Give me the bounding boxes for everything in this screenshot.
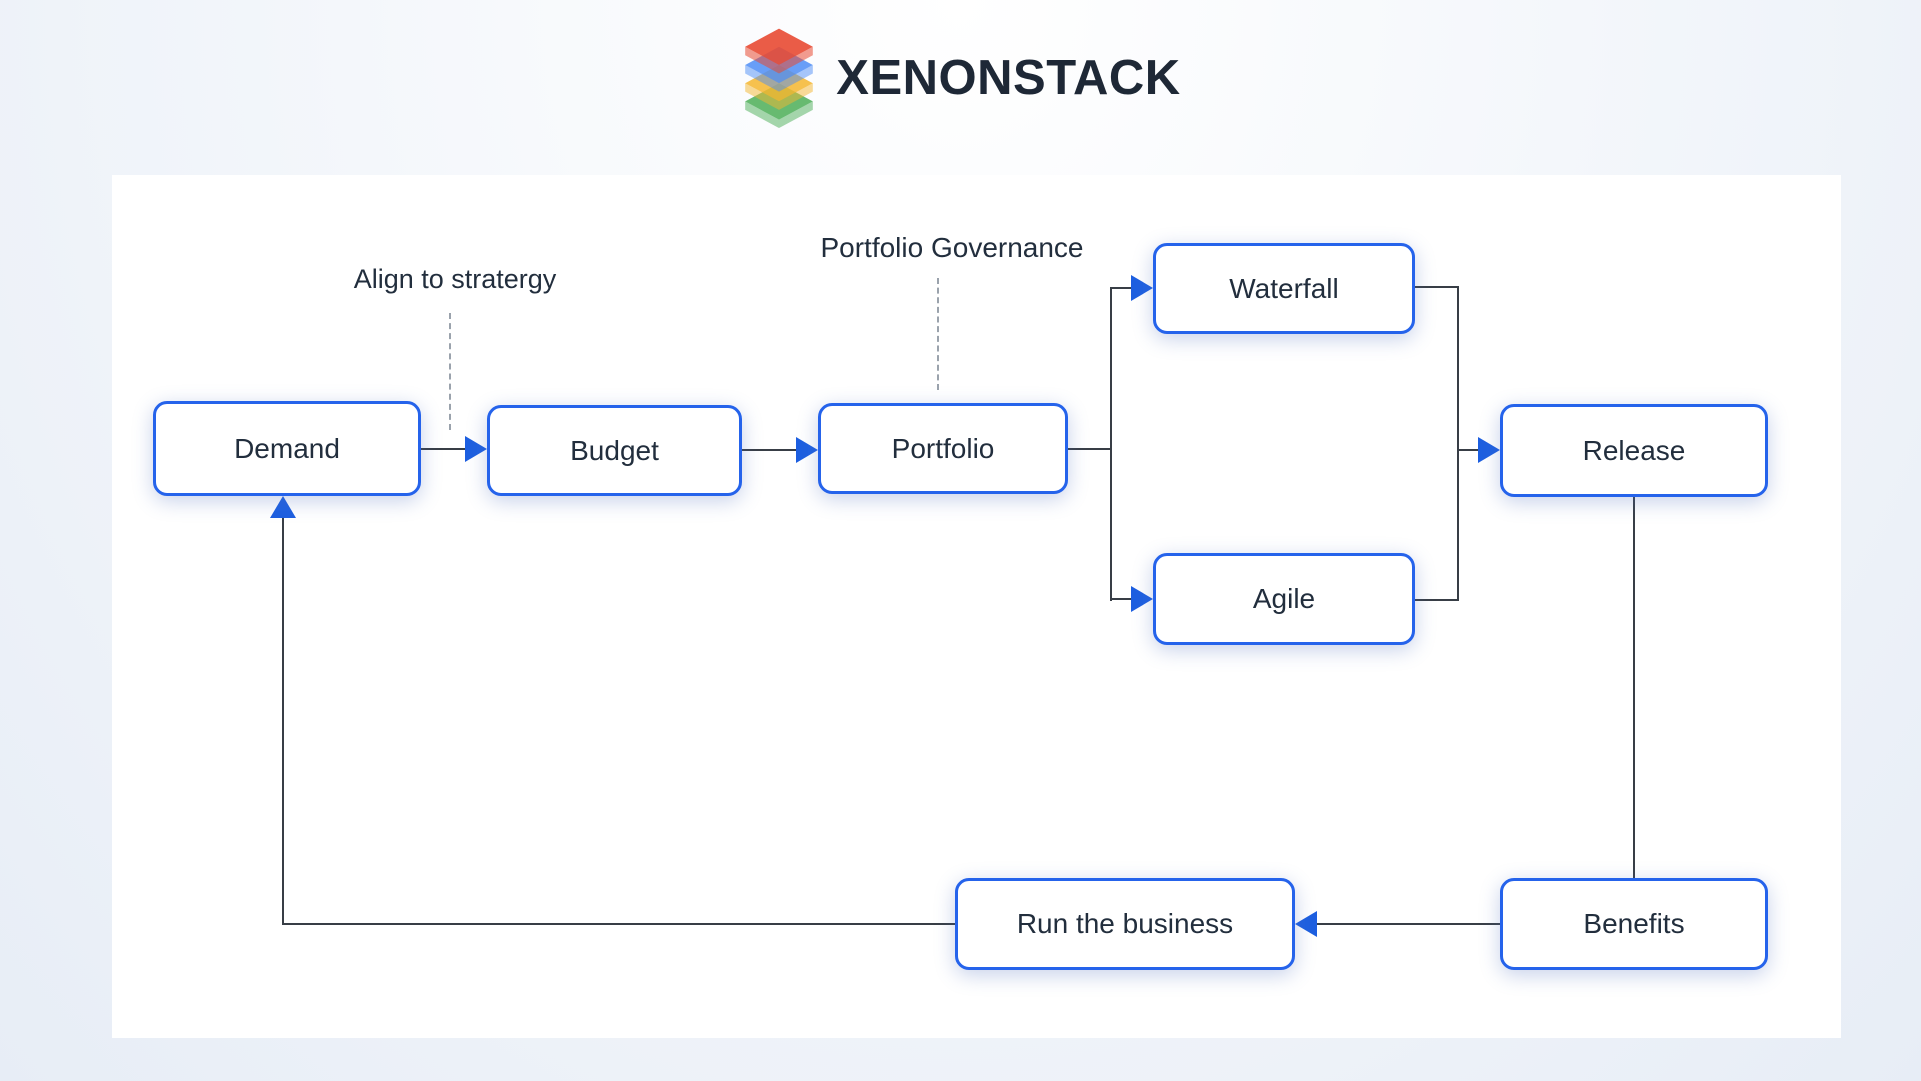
feedback-horizontal-line [283, 923, 955, 925]
connector-branch-agile [1110, 598, 1132, 600]
arrowhead-into-demand [270, 496, 296, 518]
arrowhead-into-waterfall [1131, 275, 1153, 301]
logo-wordmark: XENONSTACK [836, 51, 1181, 105]
node-portfolio: Portfolio [818, 403, 1068, 494]
node-benefits: Benefits [1500, 878, 1768, 970]
merge-vertical-line [1457, 286, 1459, 601]
connector-agile-merge [1415, 599, 1459, 601]
branch-vertical-line [1110, 287, 1112, 601]
arrowhead-into-release [1478, 437, 1500, 463]
connector-portfolio-branch [1068, 448, 1112, 450]
arrowhead-into-agile [1131, 586, 1153, 612]
node-waterfall: Waterfall [1153, 243, 1415, 334]
xenonstack-logo-icon [745, 28, 814, 129]
dashed-line-portfolio-governance [937, 278, 939, 390]
feedback-vertical-line [282, 517, 284, 925]
dashed-line-align-to-strategy [449, 313, 451, 430]
connector-waterfall-merge [1415, 286, 1459, 288]
arrowhead-into-budget [465, 436, 487, 462]
node-agile: Agile [1153, 553, 1415, 645]
node-budget: Budget [487, 405, 742, 496]
connector-branch-waterfall [1110, 287, 1132, 289]
arrowhead-into-run-the-business [1295, 911, 1317, 937]
arrowhead-into-portfolio [796, 437, 818, 463]
connector-demand-budget [421, 448, 466, 450]
annotation-portfolio-governance: Portfolio Governance [820, 232, 1084, 263]
connector-budget-portfolio [742, 449, 796, 451]
connector-release-benefits [1633, 497, 1635, 878]
logo: XENONSTACK [0, 26, 1921, 130]
node-run-the-business: Run the business [955, 878, 1295, 970]
node-demand: Demand [153, 401, 421, 496]
node-release: Release [1500, 404, 1768, 497]
annotation-align-to-strategy: Align to stratergy [353, 264, 557, 294]
connector-benefits-run [1317, 923, 1500, 925]
connector-merge-release [1457, 449, 1479, 451]
